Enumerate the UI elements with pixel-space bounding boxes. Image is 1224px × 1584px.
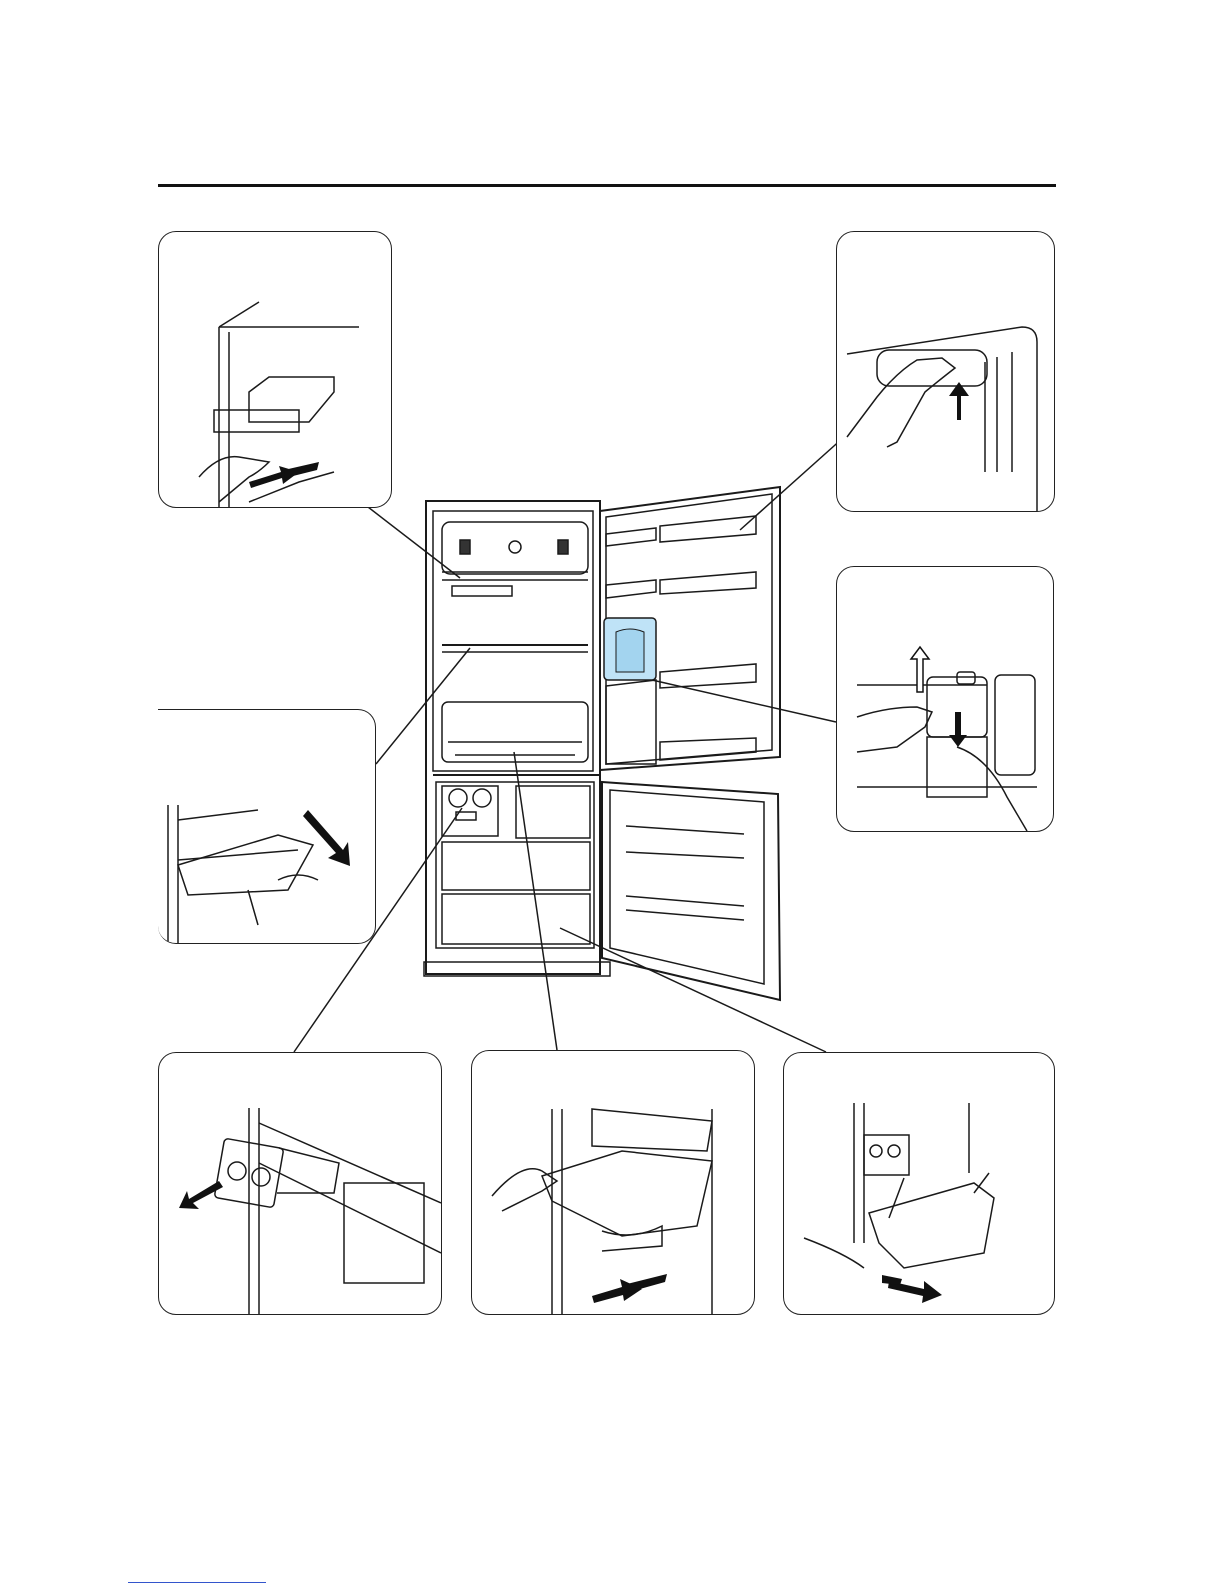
panel-glass-shelf bbox=[158, 709, 376, 944]
panel-light-cover bbox=[836, 231, 1055, 512]
panel-freezer-drawer bbox=[783, 1052, 1055, 1315]
shelf-remove-icon bbox=[159, 232, 391, 507]
panel-water-tank bbox=[836, 566, 1054, 832]
drawer-icon bbox=[472, 1051, 754, 1314]
leader-line-glass bbox=[376, 648, 470, 764]
footer-link-underline bbox=[128, 1582, 266, 1583]
leader-line-shelf bbox=[368, 507, 460, 578]
panel-shelf-removal bbox=[158, 231, 392, 508]
panel-vegetable-drawer bbox=[471, 1050, 755, 1315]
panel-ice-tray bbox=[158, 1052, 442, 1315]
freezer-drawer-icon bbox=[784, 1053, 1054, 1314]
ice-tray-icon bbox=[159, 1053, 441, 1314]
leader-line-veg bbox=[514, 752, 557, 1050]
glass-shelf-icon bbox=[158, 710, 375, 943]
water-tank-icon bbox=[837, 567, 1053, 831]
lamp-cover-icon bbox=[837, 232, 1054, 511]
